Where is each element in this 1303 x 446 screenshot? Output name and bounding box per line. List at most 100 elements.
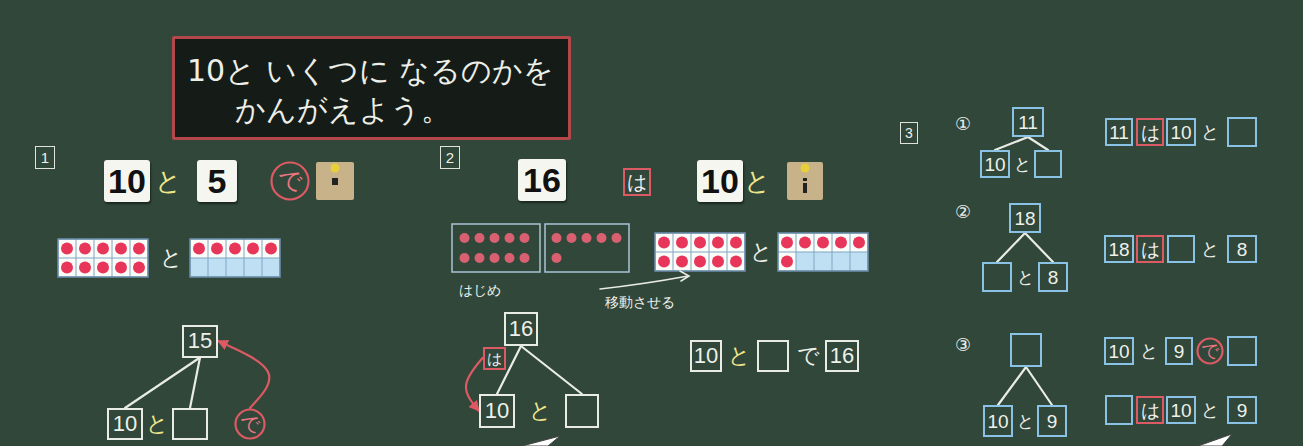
number-card: 5 xyxy=(197,160,237,202)
node-text: 5 xyxy=(208,164,227,198)
tree-line xyxy=(190,358,200,409)
blue-chalk-box xyxy=(1167,235,1195,263)
node-text: 10 xyxy=(984,155,1005,174)
connector-word: と xyxy=(160,247,183,269)
red-chalk-circle: で xyxy=(1196,337,1224,365)
ten-frame xyxy=(655,233,745,271)
connector-word: と xyxy=(529,400,552,422)
node-text: 10 xyxy=(1108,342,1129,361)
connector-word: と xyxy=(744,168,771,194)
blue-chalk-box xyxy=(1227,336,1257,366)
node-text: 10 xyxy=(1170,123,1191,142)
node-text: 15 xyxy=(188,330,212,352)
tree-line xyxy=(125,358,200,409)
blue-chalk-box: 8 xyxy=(1038,262,1068,292)
circled-number: ② xyxy=(955,203,971,221)
node-text: 8 xyxy=(1048,268,1059,287)
blue-chalk-box: 11 xyxy=(1105,118,1133,146)
red-chalk-box: は xyxy=(1136,235,1164,263)
blue-chalk-box: 18 xyxy=(1104,235,1133,263)
node-text: 18 xyxy=(1014,209,1035,228)
tree-line xyxy=(998,367,1026,405)
connector-word: と xyxy=(1014,156,1031,173)
blue-chalk-box: 10 xyxy=(1166,118,1195,146)
red-chalk-arrow xyxy=(218,341,269,408)
note-text: 移動させる xyxy=(605,295,675,309)
node-text: 2 xyxy=(446,150,454,165)
node-text: 9 xyxy=(1237,401,1248,420)
red-chalk-circle: で xyxy=(234,408,266,440)
blue-chalk-box: 10 xyxy=(1166,396,1195,424)
circled-number: ① xyxy=(955,115,971,133)
chalk-box: 16 xyxy=(504,312,538,346)
red-chalk-circle: で xyxy=(270,161,310,201)
number-card: 16 xyxy=(518,159,566,201)
node-text: は xyxy=(1141,123,1160,142)
node-text: 16 xyxy=(509,318,533,340)
chalk-box: 10 xyxy=(107,408,143,440)
node-text: 3 xyxy=(905,126,913,140)
hidden-answer-card xyxy=(316,162,354,200)
tree-line xyxy=(997,233,1025,262)
blue-chalk-box xyxy=(1010,333,1042,367)
connector-word: と xyxy=(1017,269,1034,286)
title-board: 10と いくつに なるのかを かんがえよう。 xyxy=(172,36,571,140)
blue-chalk-box xyxy=(1105,395,1133,425)
tree-line xyxy=(1026,367,1052,405)
node-text: 11 xyxy=(1109,123,1129,142)
node-text: は xyxy=(487,351,502,366)
tree-line xyxy=(1025,233,1053,262)
tree-line xyxy=(1028,137,1048,150)
node-text: 16 xyxy=(523,163,561,197)
connector-word: と xyxy=(1017,413,1034,430)
node-text: 16 xyxy=(830,345,854,367)
connector-word: と xyxy=(750,241,773,263)
connector-word: と xyxy=(1140,342,1158,360)
red-chalk-box: は xyxy=(1136,396,1164,424)
node-text: 10 xyxy=(694,345,718,367)
blue-chalk-box xyxy=(1034,150,1062,178)
connector-word: で xyxy=(797,345,820,367)
blue-chalk-box: 8 xyxy=(1227,235,1257,263)
node-text: 10 xyxy=(1170,401,1191,420)
blue-chalk-box: 10 xyxy=(1104,337,1133,365)
chalk-box: 10 xyxy=(690,340,722,372)
chalk-box xyxy=(172,408,208,440)
connector-word: と xyxy=(1201,401,1219,419)
node-text: 9 xyxy=(1047,412,1058,431)
node-text: 11 xyxy=(1018,113,1038,132)
connector-word: と xyxy=(1201,240,1219,258)
connector-word: と xyxy=(146,413,169,435)
red-chalk-box: は xyxy=(623,168,651,196)
chalk-box: 10 xyxy=(479,394,515,428)
chalk-box: 16 xyxy=(825,340,859,372)
chalk-box: 15 xyxy=(182,325,218,358)
connector-word: と xyxy=(728,345,751,367)
connector-word: と xyxy=(1201,123,1219,141)
chalk-dot-frame xyxy=(452,224,629,272)
blue-chalk-box xyxy=(982,262,1012,292)
blue-chalk-box: 10 xyxy=(980,150,1010,178)
chalk-box xyxy=(565,394,599,428)
lesson-title: 10と いくつに なるのかを かんがえよう。 xyxy=(187,51,557,129)
number-card: 10 xyxy=(104,160,150,202)
section-number-box: 2 xyxy=(440,146,460,169)
connector-word: と xyxy=(155,168,182,194)
blue-chalk-box: 18 xyxy=(1009,203,1041,233)
node-text: は xyxy=(1141,240,1160,259)
blue-chalk-box xyxy=(1227,117,1257,147)
blue-chalk-box: 10 xyxy=(983,405,1013,437)
node-text: 1 xyxy=(41,150,49,165)
red-chalk-box: は xyxy=(1136,118,1164,146)
node-text: 10 xyxy=(108,164,146,198)
number-card: 10 xyxy=(697,160,743,202)
ten-frame xyxy=(778,233,868,271)
blue-chalk-box: 11 xyxy=(1012,107,1044,137)
chalk-box xyxy=(757,340,789,372)
tree-line xyxy=(995,137,1028,150)
blue-chalk-box: 9 xyxy=(1037,405,1067,437)
ten-frame xyxy=(190,239,280,277)
hidden-answer-card xyxy=(787,162,823,200)
move-arrow xyxy=(600,271,689,289)
